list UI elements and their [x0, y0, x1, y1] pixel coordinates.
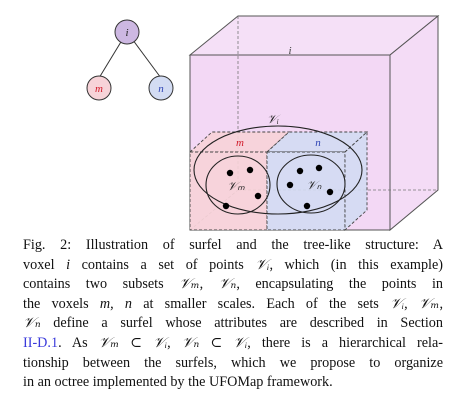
figure-caption: Fig. 2: Illustration of surfel and the t…	[23, 236, 443, 393]
caption-text: , there is a hierarchical rela-	[247, 334, 443, 351]
caption-line-4: the voxels m, n at smaller scales. Each …	[23, 295, 443, 315]
voxel-m-label: m	[236, 137, 244, 149]
symbol-vn: 𝒱ₙ	[218, 276, 237, 293]
symbol-vn: 𝒱ₙ	[23, 315, 41, 332]
set-vm-ellipse	[205, 155, 271, 215]
tree-node-n-label: n	[158, 83, 164, 95]
point	[303, 202, 311, 210]
caption-line-3: contains two subsets 𝒱ₘ, 𝒱ₙ, encapsulati…	[23, 275, 443, 295]
set-vn-ellipse	[276, 154, 346, 214]
tree-node-n	[148, 75, 174, 101]
caption-text: ,	[110, 295, 125, 312]
caption-line-2: voxel i contains a set of points 𝒱ᵢ, whi…	[23, 256, 443, 276]
caption-text: contains two subsets	[23, 276, 180, 293]
symbol-vm: 𝒱ₘ	[418, 295, 440, 312]
points	[222, 164, 334, 210]
caption-text: at smaller scales. Each of the sets	[131, 295, 391, 312]
symbol-n: n	[124, 295, 132, 312]
set-vn-label: 𝒱ₙ	[307, 178, 322, 192]
set-vm-label: 𝒱ₘ	[227, 179, 245, 193]
point	[254, 192, 262, 200]
caption-line-6: II-D.1. As 𝒱ₘ ⊂ 𝒱ᵢ, 𝒱ₙ ⊂ 𝒱ᵢ, there is a …	[23, 334, 443, 354]
voxel-n-label: n	[315, 137, 321, 149]
caption-text: . As	[58, 334, 99, 351]
caption-text: contains a set of points	[70, 256, 256, 273]
tree-node-m	[86, 75, 112, 101]
point	[286, 181, 294, 189]
voxel-surfel-figure: i m n i m n 𝒱ᵢ 𝒱ₘ 𝒱ₙ	[86, 14, 440, 232]
caption-text: voxel	[23, 256, 67, 273]
tree-node-root	[114, 19, 140, 45]
caption-text: , which (in this example)	[269, 256, 443, 273]
caption-text: the voxels	[23, 295, 100, 312]
cube-label-i: i	[288, 45, 291, 57]
caption-line-8: in an octree implemented by the UFOMap f…	[23, 374, 333, 391]
point	[246, 166, 254, 174]
point	[315, 164, 323, 172]
subset-relation-n: 𝒱ₙ ⊂ 𝒱ᵢ	[181, 334, 248, 351]
tree-node-root-label: i	[125, 27, 128, 39]
tree-diagram: i m n	[86, 19, 174, 101]
symbol-vm: 𝒱ₘ	[179, 276, 200, 293]
point	[222, 202, 230, 210]
symbol-vi: 𝒱ᵢ	[255, 256, 270, 273]
caption-line-7: tionship between the surfels, which we p…	[23, 354, 443, 371]
caption-line-5: 𝒱ₙ define a surfel whose attributes are …	[23, 314, 443, 334]
point	[226, 169, 234, 177]
point	[296, 167, 304, 175]
section-link[interactable]: II-D.1	[23, 334, 59, 351]
caption-text: define a surfel whose attributes are des…	[40, 315, 443, 332]
caption-text: ,	[167, 334, 182, 351]
caption-text: ,	[199, 276, 219, 293]
tree-node-m-label: m	[95, 83, 103, 95]
symbol-i: i	[66, 256, 71, 273]
caption-line-1: Fig. 2: Illustration of surfel and the t…	[23, 237, 443, 253]
set-vi-ellipse	[193, 125, 363, 215]
symbol-vi: 𝒱ᵢ	[390, 295, 405, 312]
symbol-m: m	[99, 295, 111, 312]
caption-text: , encapsulating the points in	[236, 276, 444, 293]
caption-text: ,	[404, 295, 419, 312]
point	[326, 188, 334, 196]
caption-text: ,	[439, 295, 443, 312]
set-vi-label: 𝒱ᵢ	[267, 112, 281, 126]
subset-relation-m: 𝒱ₘ ⊂ 𝒱ᵢ	[98, 334, 168, 351]
